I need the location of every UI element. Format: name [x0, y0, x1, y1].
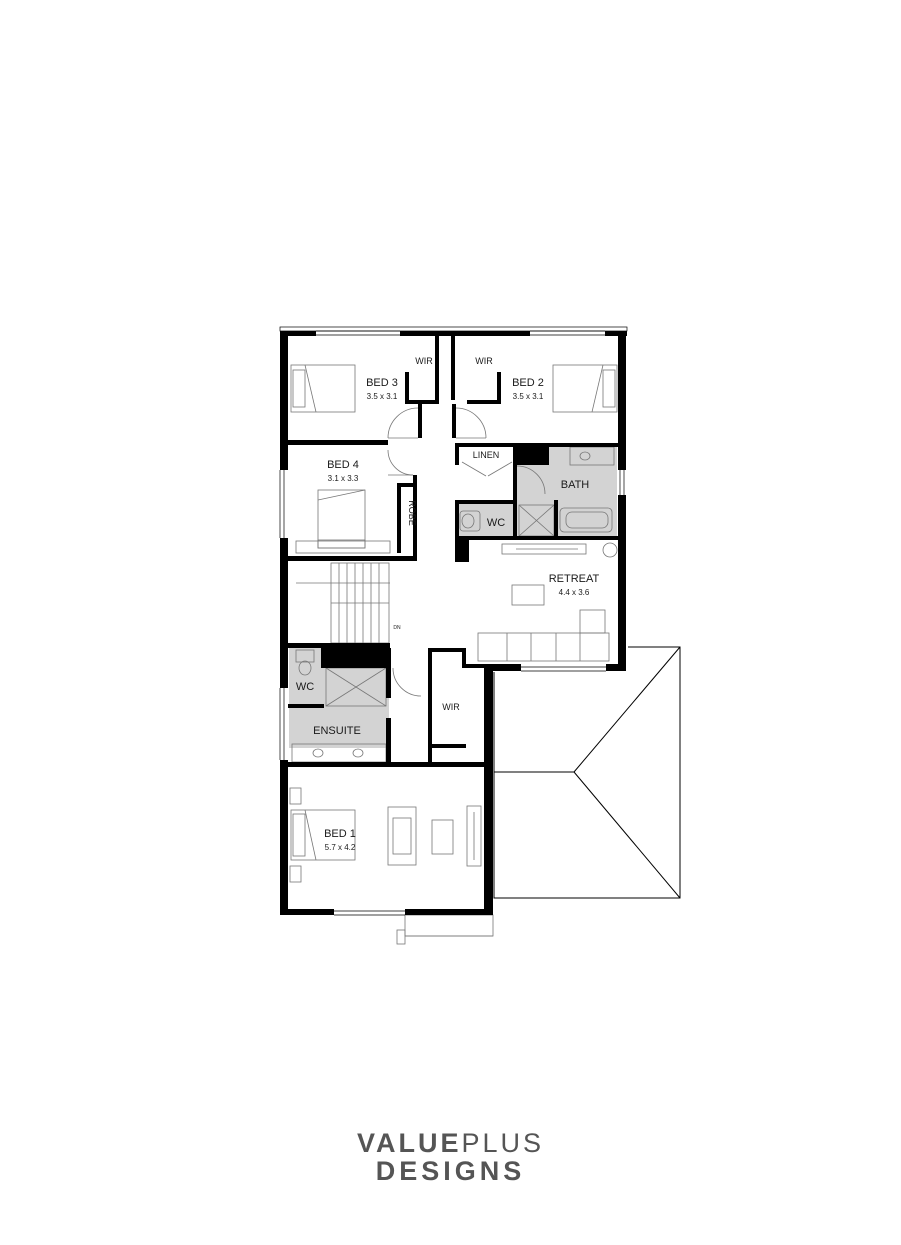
- bed2-size: 3.5 x 3.1: [513, 392, 544, 401]
- logo-word-designs: DESIGNS: [375, 1156, 526, 1186]
- logo: VALUEPLUS: [0, 1128, 901, 1159]
- bed4-size: 3.1 x 3.3: [328, 474, 359, 483]
- bed4-label: BED 4: [327, 459, 359, 471]
- logo-word-value: VALUE: [356, 1128, 462, 1158]
- retreat-size: 4.4 x 3.6: [559, 588, 590, 597]
- linen-label: LINEN: [473, 450, 500, 460]
- wet-areas: [289, 446, 617, 748]
- retreat-label: RETREAT: [549, 573, 600, 585]
- wir-bed3-label: WIR: [415, 356, 433, 366]
- ensuite-label: ENSUITE: [313, 725, 361, 737]
- wir-master-label: WIR: [442, 702, 460, 712]
- walls[interactable]: [280, 331, 627, 915]
- logo-word-plus: PLUS: [461, 1128, 545, 1158]
- robe-label: ROBE: [407, 500, 417, 526]
- roof-outline: [493, 646, 681, 899]
- wc-ensuite-label: WC: [296, 681, 314, 693]
- wc-upper-label: WC: [487, 517, 505, 529]
- bed1-size: 5.7 x 4.2: [325, 843, 356, 852]
- stair-dn-label: DN: [393, 625, 401, 631]
- bath-label: BATH: [561, 479, 590, 491]
- bed3-size: 3.5 x 3.1: [367, 392, 398, 401]
- bed1-label: BED 1: [324, 828, 356, 840]
- wir-bed2-label: WIR: [475, 356, 493, 366]
- bed2-label: BED 2: [512, 377, 544, 389]
- bed3-label: BED 3: [366, 377, 398, 389]
